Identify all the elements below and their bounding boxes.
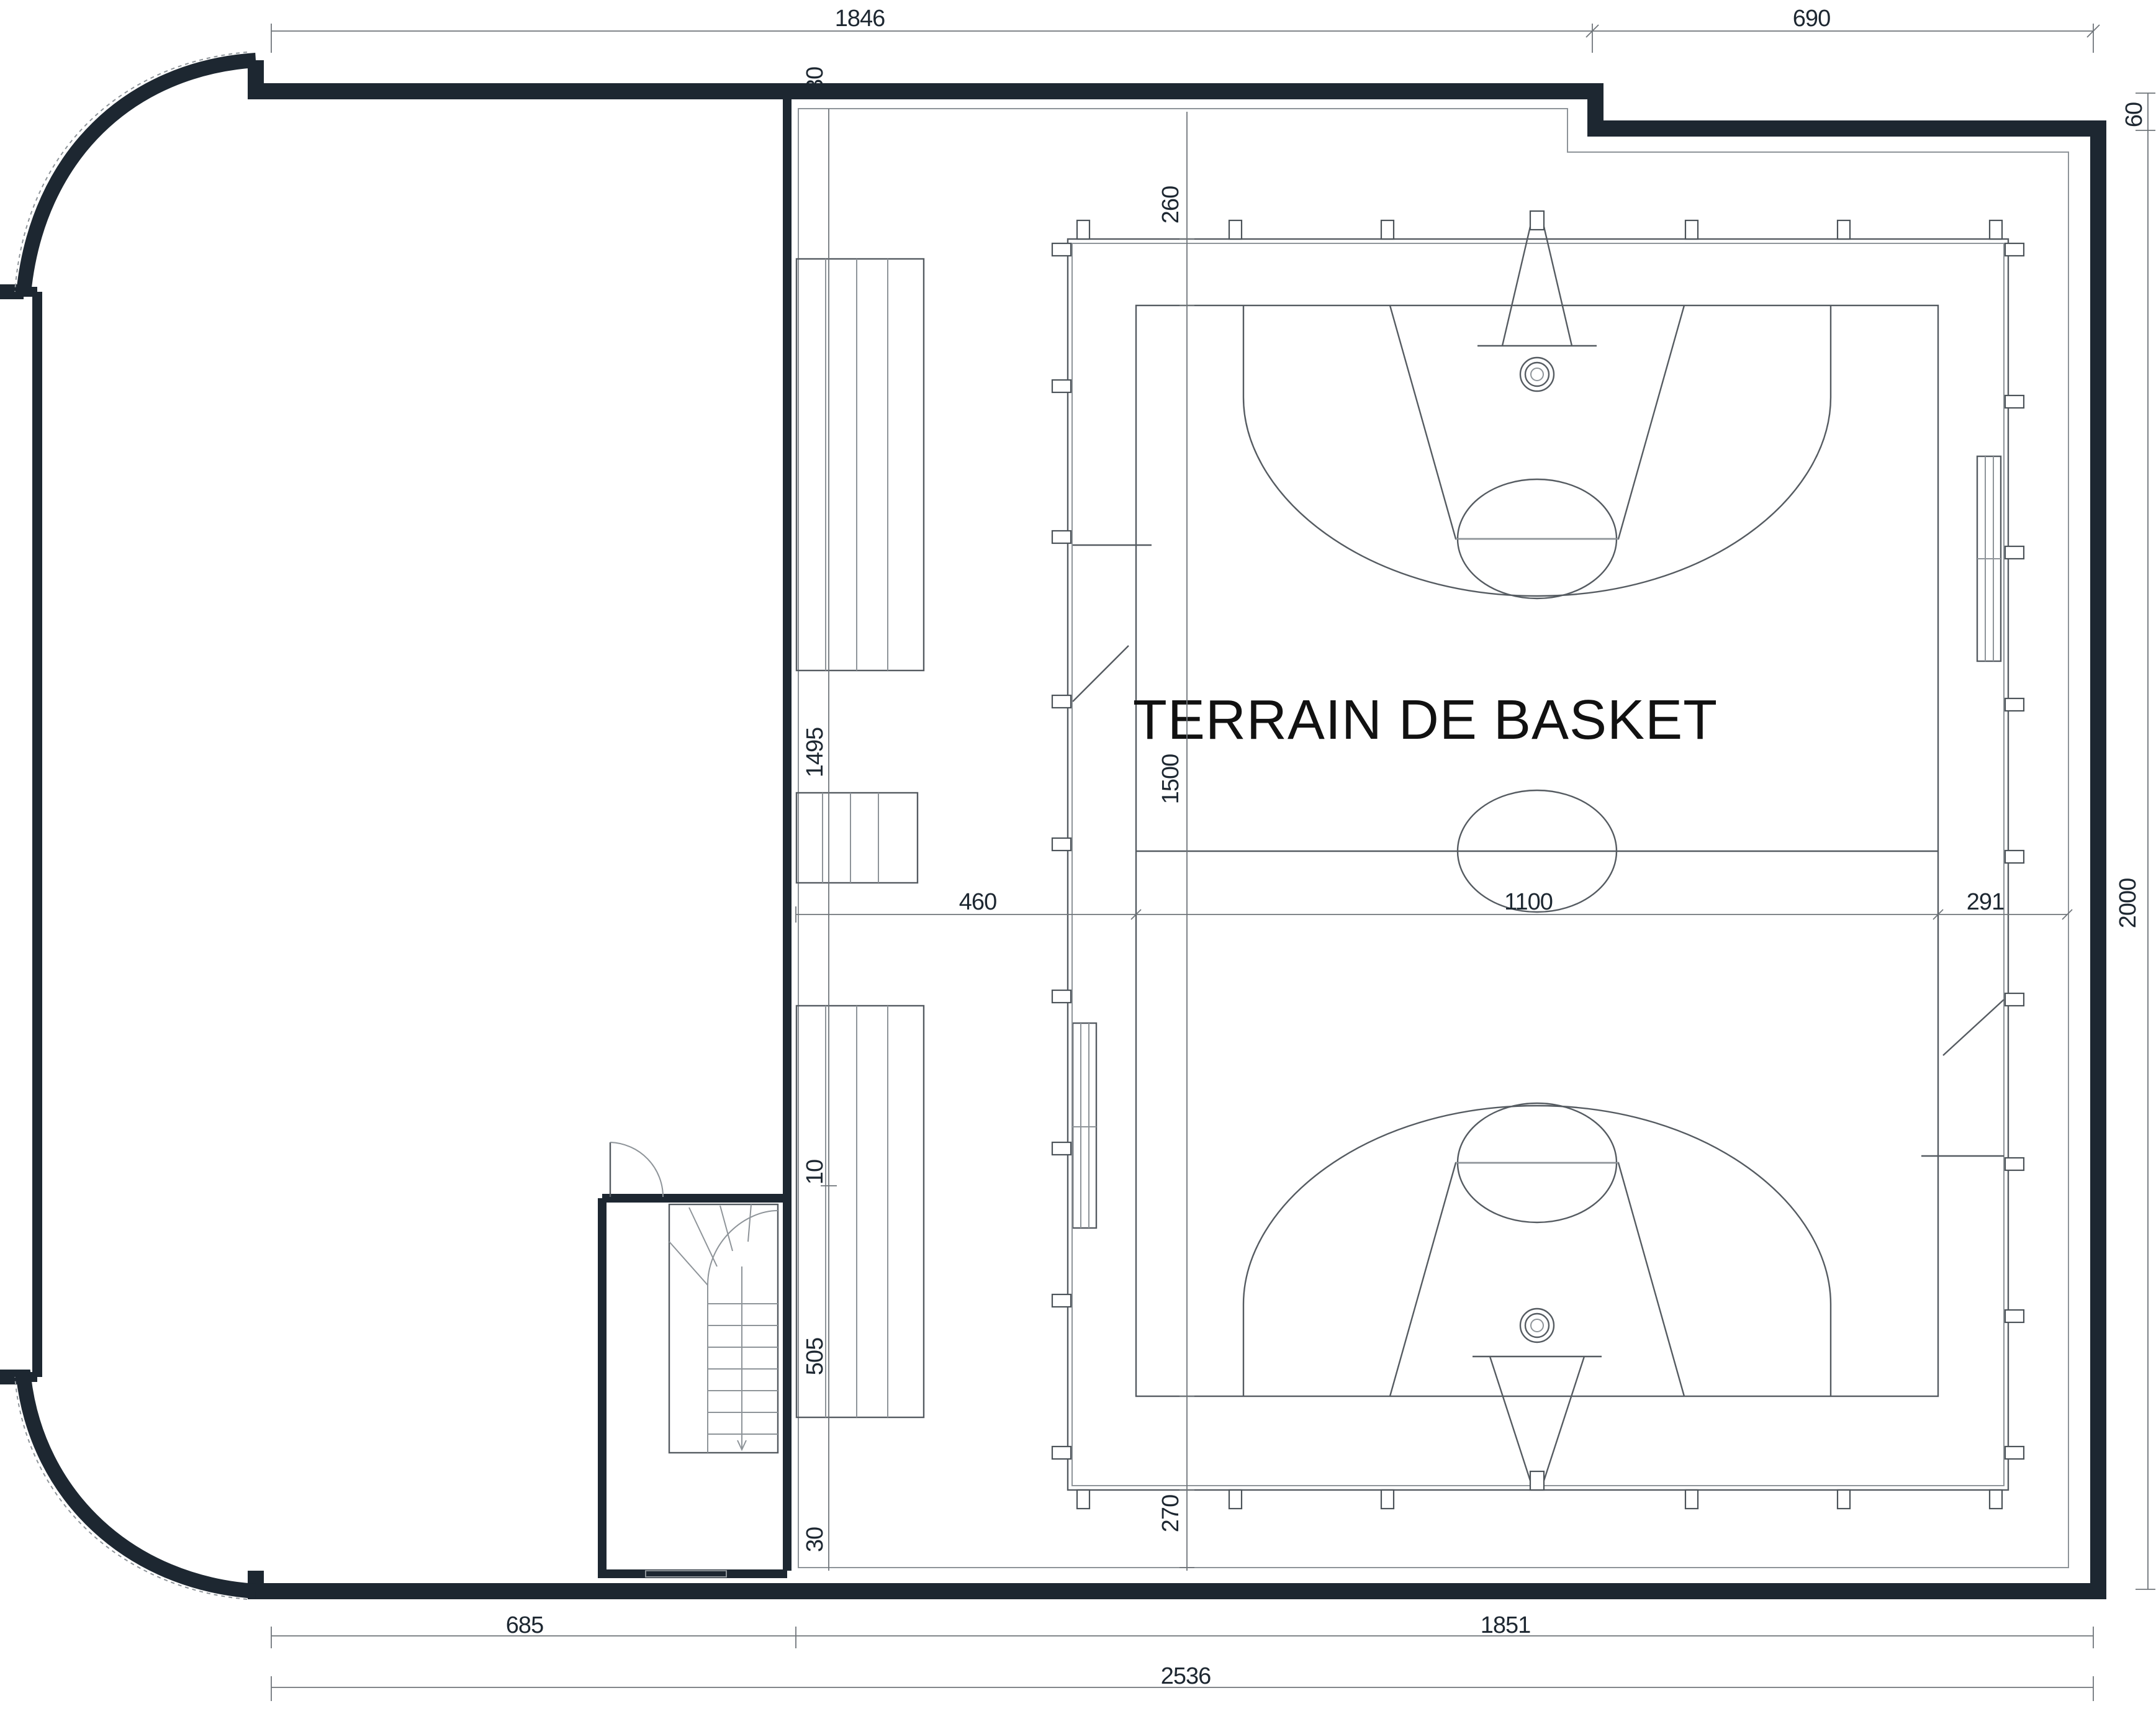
dim-total-depth: 2000 — [2115, 878, 2141, 929]
inner-lines — [798, 108, 2069, 1568]
dim-court-bottom-gap: 270 — [1158, 1495, 1184, 1532]
dim-stair-band: 505 — [802, 1338, 828, 1375]
staircase — [668, 1203, 779, 1454]
dim-court-length: 1500 — [1158, 754, 1184, 805]
dim-stair-gap: 10 — [802, 1160, 828, 1185]
curved-bay-wall — [0, 52, 256, 1600]
fence-gates — [1072, 544, 2005, 1157]
dim-right-step: 60 — [2121, 102, 2147, 127]
dim-bottom-left: 685 — [506, 1612, 543, 1638]
court-fence — [1067, 238, 2009, 1491]
bleachers-upper — [795, 258, 925, 672]
dim-top-left: 1846 — [835, 6, 885, 32]
dim-top-right: 690 — [1793, 6, 1830, 32]
court-label: TERRAIN DE BASKET — [1133, 689, 1718, 751]
court — [1135, 210, 1939, 1491]
dim-bottom-margin: 30 — [802, 1527, 828, 1552]
dimension-labels: 1846 690 60 30 260 1495 1500 460 1100 29… — [506, 6, 2147, 1689]
outer-walls — [248, 60, 2106, 1599]
dim-court-width: 1100 — [1504, 889, 1553, 915]
dimension-lines — [271, 24, 2155, 1701]
fence-posts — [1051, 219, 2025, 1510]
team-bench-left — [1071, 1022, 1098, 1229]
team-bench-right — [1976, 455, 2002, 662]
dim-top-margin: 30 — [802, 67, 828, 92]
door — [609, 1142, 727, 1578]
dim-overall-width: 2536 — [1161, 1663, 1211, 1689]
dim-bottom-right: 1851 — [1481, 1612, 1531, 1638]
bleachers-middle — [795, 792, 919, 884]
dim-left-offset: 460 — [959, 889, 996, 915]
dim-left-band: 1495 — [802, 728, 828, 778]
dim-court-top-gap: 260 — [1158, 186, 1184, 223]
bleachers-lower — [795, 1004, 925, 1419]
dim-right-gap: 291 — [1967, 889, 2004, 915]
